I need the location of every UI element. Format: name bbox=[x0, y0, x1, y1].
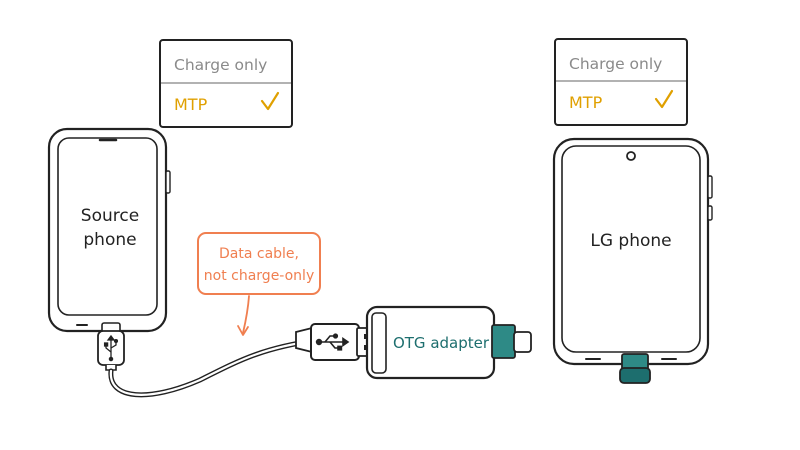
usb-mode-menu-right: Charge only MTP bbox=[554, 38, 688, 126]
lg-phone-usb-c-plug bbox=[619, 353, 651, 384]
otg-adapter-usb-a-socket bbox=[371, 312, 387, 374]
arrow-down-icon bbox=[237, 325, 249, 336]
callout-line1: Data cable, bbox=[219, 246, 299, 262]
callout-box bbox=[197, 232, 321, 295]
lg-phone-volume-button bbox=[707, 175, 713, 199]
usb-a-strain-relief bbox=[295, 326, 313, 354]
source-phone-usb-plug bbox=[97, 322, 125, 371]
cable-callout: Data cable, not charge-only bbox=[197, 232, 321, 336]
menu-right-option-mtp: MTP bbox=[569, 93, 603, 112]
lg-phone-front-camera bbox=[626, 151, 636, 161]
usb-icon bbox=[103, 334, 119, 362]
lg-phone-power-button bbox=[707, 205, 713, 221]
check-icon bbox=[260, 91, 280, 111]
lg-phone: LG phone bbox=[552, 137, 713, 366]
check-icon bbox=[654, 89, 674, 109]
otg-adapter-usb-c-tip bbox=[513, 331, 532, 353]
callout-line2: not charge-only bbox=[204, 268, 314, 284]
menu-left-option-mtp: MTP bbox=[174, 95, 208, 114]
lg-phone-label: LG phone bbox=[590, 231, 671, 251]
source-phone-label-line2: phone bbox=[83, 230, 136, 250]
otg-adapter-collar bbox=[491, 324, 516, 359]
source-phone-label-line1: Source bbox=[81, 206, 139, 226]
menu-right-box bbox=[554, 38, 688, 126]
otg-adapter-label: OTG adapter bbox=[393, 334, 490, 352]
usb-icon bbox=[315, 333, 350, 351]
menu-left-option-charge-only: Charge only bbox=[174, 56, 267, 74]
lg-phone-screen bbox=[561, 145, 701, 353]
source-phone-side-button bbox=[165, 170, 171, 194]
callout-pointer bbox=[242, 295, 250, 334]
menu-right-option-charge-only: Charge only bbox=[569, 55, 662, 73]
usb-mode-menu-left: Charge only MTP bbox=[159, 39, 293, 128]
lg-usb-c-housing bbox=[619, 367, 651, 384]
source-phone: Source phone bbox=[47, 127, 171, 333]
source-phone-screen bbox=[57, 137, 158, 316]
data-cable bbox=[108, 337, 321, 398]
otg-adapter: OTG adapter bbox=[365, 305, 532, 380]
